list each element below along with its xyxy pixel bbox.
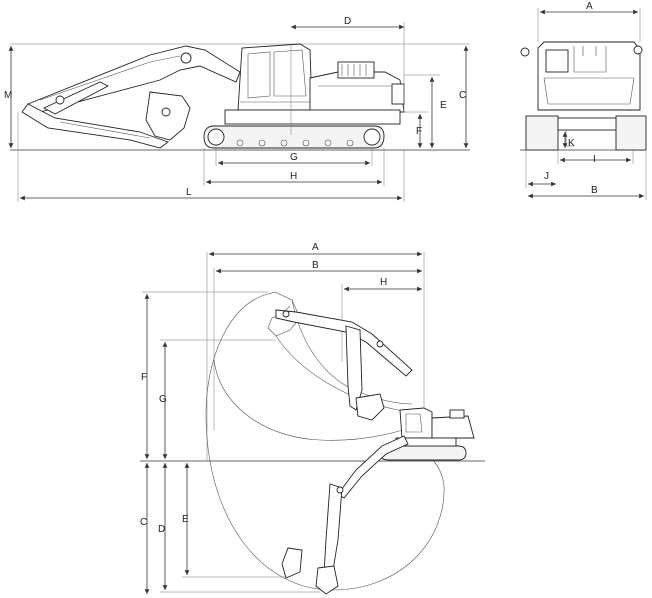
side-label-F: F (416, 126, 422, 137)
side-label-M: M (4, 90, 12, 101)
front-machine (520, 41, 647, 151)
front-label-I: I (593, 154, 596, 165)
front-label-K: K (568, 138, 575, 149)
lowered-arm (281, 435, 409, 595)
side-engine-housing (309, 61, 405, 113)
range-label-B: B (312, 260, 319, 271)
side-label-C: C (459, 90, 466, 101)
front-view: A K I J B (520, 1, 647, 200)
range-label-D: D (158, 524, 165, 535)
side-label-G: G (290, 152, 298, 163)
side-label-D: D (344, 16, 351, 27)
working-range: A B H (140, 242, 485, 595)
side-label-E: E (440, 100, 447, 111)
side-view: D M E C F G H L (4, 16, 470, 202)
side-cab (237, 43, 313, 111)
range-label-F: F (141, 372, 147, 383)
range-label-C: C (140, 517, 147, 528)
side-undercarriage (203, 109, 401, 149)
range-label-G: G (159, 394, 167, 405)
side-label-L: L (186, 187, 192, 198)
front-label-J: J (544, 171, 549, 182)
raised-arm (275, 309, 413, 421)
side-boom (21, 45, 241, 149)
range-excavator (379, 407, 475, 461)
side-label-H: H (290, 171, 297, 182)
range-label-A: A (312, 242, 319, 253)
range-label-H: H (380, 277, 387, 288)
range-label-E: E (182, 514, 189, 525)
front-label-B: B (591, 185, 598, 196)
front-label-A: A (586, 1, 593, 12)
